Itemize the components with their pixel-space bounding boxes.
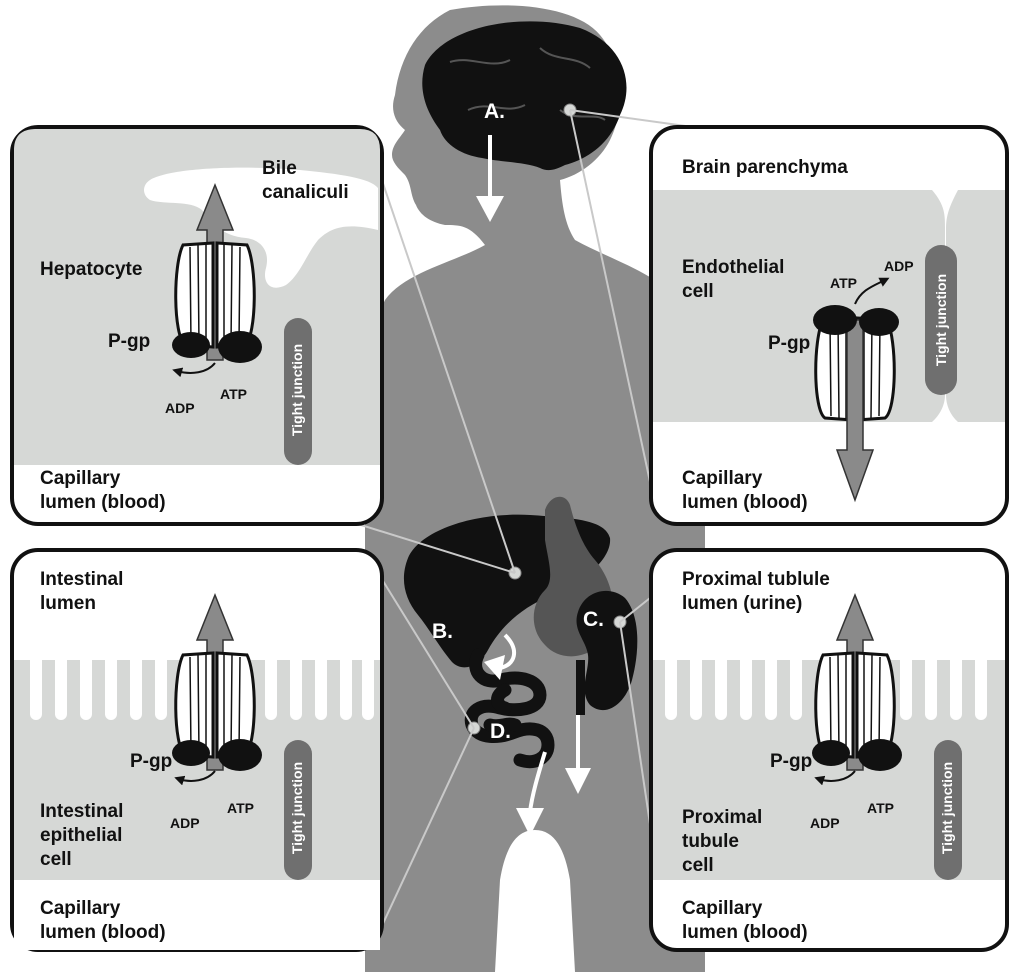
intestine-cell-label: Intestinal epithelial cell: [40, 800, 123, 872]
intestine-atp-label: ATP: [227, 800, 254, 816]
organ-label-liver: B.: [432, 620, 453, 644]
intestine-apical-label: Intestinal lumen: [40, 568, 123, 616]
kidney-adp-label: ADP: [810, 815, 840, 831]
kidney-cell-label: Proximal tubule cell: [682, 806, 762, 878]
organ-label-intestine: D.: [490, 720, 511, 744]
brain-pgp-label: P-gp: [768, 332, 810, 356]
intestine-adp-label: ADP: [170, 815, 200, 831]
intestine-basal-label: Capillary lumen (blood): [40, 897, 166, 945]
brain-basal-label: Capillary lumen (blood): [682, 467, 808, 515]
liver-atp-label: ATP: [220, 386, 247, 402]
brain-apical-label: Brain parenchyma: [682, 156, 848, 180]
intestine-tight-junction: Tight junction: [289, 758, 305, 858]
liver-adp-label: ADP: [165, 400, 195, 416]
brain-cell-label: Endothelial cell: [682, 256, 784, 304]
liver-pgp-label: P-gp: [108, 330, 150, 354]
liver-apical-label: Bile canaliculi: [262, 157, 349, 205]
kidney-tight-junction: Tight junction: [939, 758, 955, 858]
kidney-apical-label: Proximal tublule lumen (urine): [682, 568, 830, 616]
brain-adp-label: ADP: [884, 258, 914, 274]
brain-atp-label: ATP: [830, 275, 857, 291]
organ-label-brain: A.: [484, 100, 505, 124]
kidney-pgp-label: P-gp: [770, 750, 812, 774]
intestine-pgp-label: P-gp: [130, 750, 172, 774]
liver-tight-junction: Tight junction: [289, 340, 305, 440]
kidney-basal-label: Capillary lumen (blood): [682, 897, 808, 945]
liver-cell-label: Hepatocyte: [40, 258, 142, 282]
organ-label-kidney: C.: [583, 608, 604, 632]
liver-basal-label: Capillary lumen (blood): [40, 467, 166, 515]
brain-tight-junction: Tight junction: [933, 270, 949, 370]
kidney-atp-label: ATP: [867, 800, 894, 816]
